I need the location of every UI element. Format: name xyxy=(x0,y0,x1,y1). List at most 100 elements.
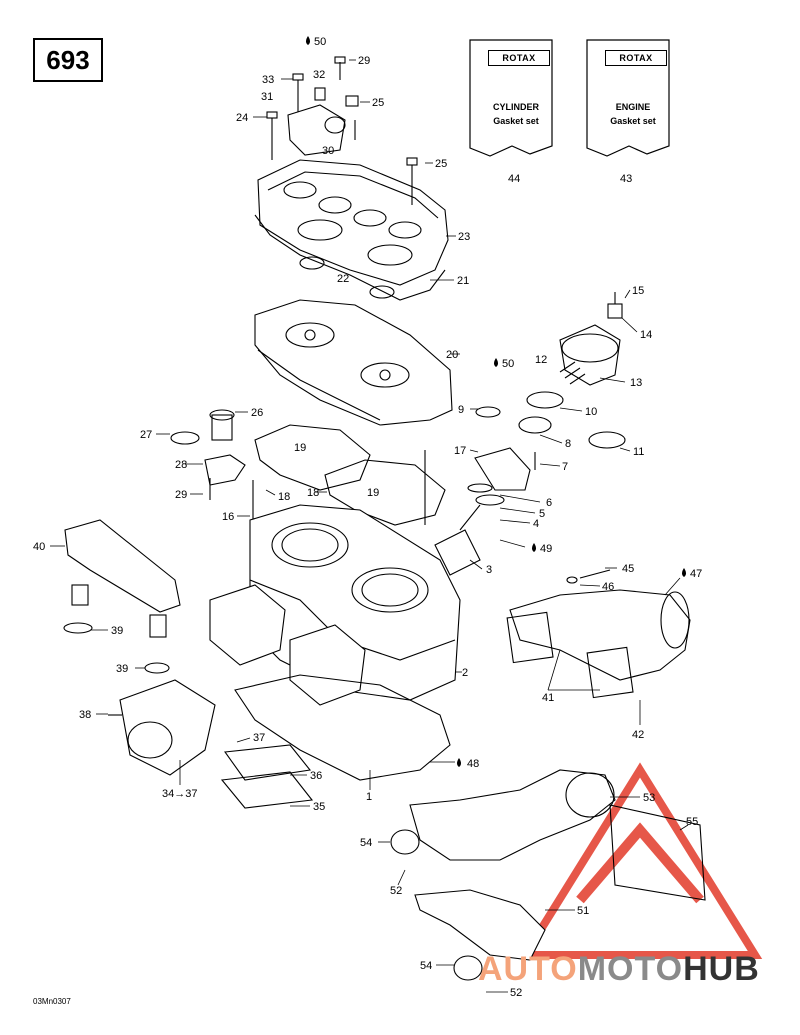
callout-3: 3 xyxy=(486,564,492,576)
rave-valve-assembly xyxy=(434,292,626,576)
callout-26: 26 xyxy=(251,407,263,419)
callout-31: 31 xyxy=(261,91,273,103)
callout-32: 32 xyxy=(313,69,325,81)
callout-48: 48 xyxy=(467,758,479,770)
callout-47: 47 xyxy=(690,568,702,580)
callout-34-37: 34→37 xyxy=(162,788,197,800)
callout-7: 7 xyxy=(562,461,568,473)
outlet-housing xyxy=(266,56,418,205)
callout-19: 19 xyxy=(294,442,306,454)
callout-44: 44 xyxy=(508,173,520,185)
callout-27: 27 xyxy=(140,429,152,441)
callout-14: 14 xyxy=(640,329,652,341)
exhaust-sleeves xyxy=(390,769,706,981)
callout-17: 17 xyxy=(454,445,466,457)
callout-50: 50 xyxy=(314,36,326,48)
callout-46: 46 xyxy=(602,581,614,593)
callout-25: 25 xyxy=(435,158,447,170)
callout-49: 49 xyxy=(540,543,552,555)
callout-53: 53 xyxy=(643,792,655,804)
head-gasket xyxy=(324,459,446,526)
seal-ring xyxy=(369,285,395,299)
callout-45: 45 xyxy=(622,563,634,575)
callout-54: 54 xyxy=(420,960,432,972)
intake-adapter xyxy=(108,679,216,776)
callout-35: 35 xyxy=(313,801,325,813)
callout-labels: 50 29 33 32 25 31 24 30 25 23 22 21 15 1… xyxy=(33,36,702,999)
callout-1: 1 xyxy=(366,791,372,803)
callout-30: 30 xyxy=(322,145,334,157)
watermark-part-moto: MOTO xyxy=(577,950,684,988)
callout-54: 54 xyxy=(360,837,372,849)
callout-52: 52 xyxy=(510,987,522,999)
callout-12: 12 xyxy=(535,354,547,366)
rotax-logo: ROTAX xyxy=(605,50,667,66)
base-gasket xyxy=(234,674,451,781)
callout-9: 9 xyxy=(458,404,464,416)
cylinder-head-cover xyxy=(257,159,449,286)
watermark-part-hub: HUB xyxy=(683,950,760,988)
callout-29: 29 xyxy=(358,55,370,67)
exhaust-manifold xyxy=(506,569,691,699)
callout-19: 19 xyxy=(367,487,379,499)
callout-24: 24 xyxy=(236,112,248,124)
callout-40: 40 xyxy=(33,541,45,553)
callout-39: 39 xyxy=(111,625,123,637)
callout-22: 22 xyxy=(337,273,349,285)
lubricant-markers xyxy=(306,36,686,767)
callout-29: 29 xyxy=(175,489,187,501)
callout-51: 51 xyxy=(577,905,589,917)
kit-title: ENGINE xyxy=(615,102,651,112)
callout-2: 2 xyxy=(462,667,468,679)
kit-subtitle: Gasket set xyxy=(610,116,656,126)
kit-title: CYLINDER xyxy=(492,102,539,112)
book-outline xyxy=(586,39,670,157)
seal-ring xyxy=(299,256,325,270)
callout-5: 5 xyxy=(539,508,545,520)
watermark-wordmark: AUTOMOTOHUB xyxy=(478,950,760,989)
callout-13: 13 xyxy=(630,377,642,389)
callout-11: 11 xyxy=(633,446,644,458)
callout-43: 43 xyxy=(620,173,632,185)
callout-4: 4 xyxy=(533,518,539,530)
callout-33: 33 xyxy=(262,74,274,86)
book-outline xyxy=(469,39,553,157)
callout-10: 10 xyxy=(585,406,597,418)
head-o-ring xyxy=(254,214,446,301)
callout-39: 39 xyxy=(116,663,128,675)
callout-18: 18 xyxy=(307,487,319,499)
callout-50: 50 xyxy=(502,358,514,370)
callout-16: 16 xyxy=(222,511,234,523)
drawing-code: 03Mn0307 xyxy=(33,997,71,1006)
callout-42: 42 xyxy=(632,729,644,741)
callout-28: 28 xyxy=(175,459,187,471)
watermark-part-auto: AUTO xyxy=(478,950,578,988)
watermark-logo xyxy=(517,762,763,959)
callout-21: 21 xyxy=(457,275,469,287)
kit-subtitle: Gasket set xyxy=(493,116,539,126)
callout-41: 41 xyxy=(542,692,554,704)
page-number: 693 xyxy=(33,38,103,82)
callout-38: 38 xyxy=(79,709,91,721)
callout-18: 18 xyxy=(278,491,290,503)
callout-15: 15 xyxy=(632,285,644,297)
callout-52: 52 xyxy=(390,885,402,897)
callout-23: 23 xyxy=(458,231,470,243)
water-hose xyxy=(63,519,181,674)
callout-25: 25 xyxy=(372,97,384,109)
leader-lines xyxy=(50,59,689,993)
engine-gasket-kit: ROTAX ENGINE Gasket set xyxy=(585,38,671,158)
head-gasket xyxy=(254,424,371,491)
cylinder-gasket-kit: ROTAX CYLINDER Gasket set xyxy=(468,38,554,158)
callout-37: 37 xyxy=(253,732,265,744)
callout-6: 6 xyxy=(546,497,552,509)
callout-20: 20 xyxy=(446,349,458,361)
cylinder-head xyxy=(254,299,453,426)
rotax-logo: ROTAX xyxy=(488,50,550,66)
reed-valves xyxy=(209,584,366,809)
callout-55: 55 xyxy=(686,816,698,828)
callout-8: 8 xyxy=(565,438,571,450)
callout-36: 36 xyxy=(310,770,322,782)
